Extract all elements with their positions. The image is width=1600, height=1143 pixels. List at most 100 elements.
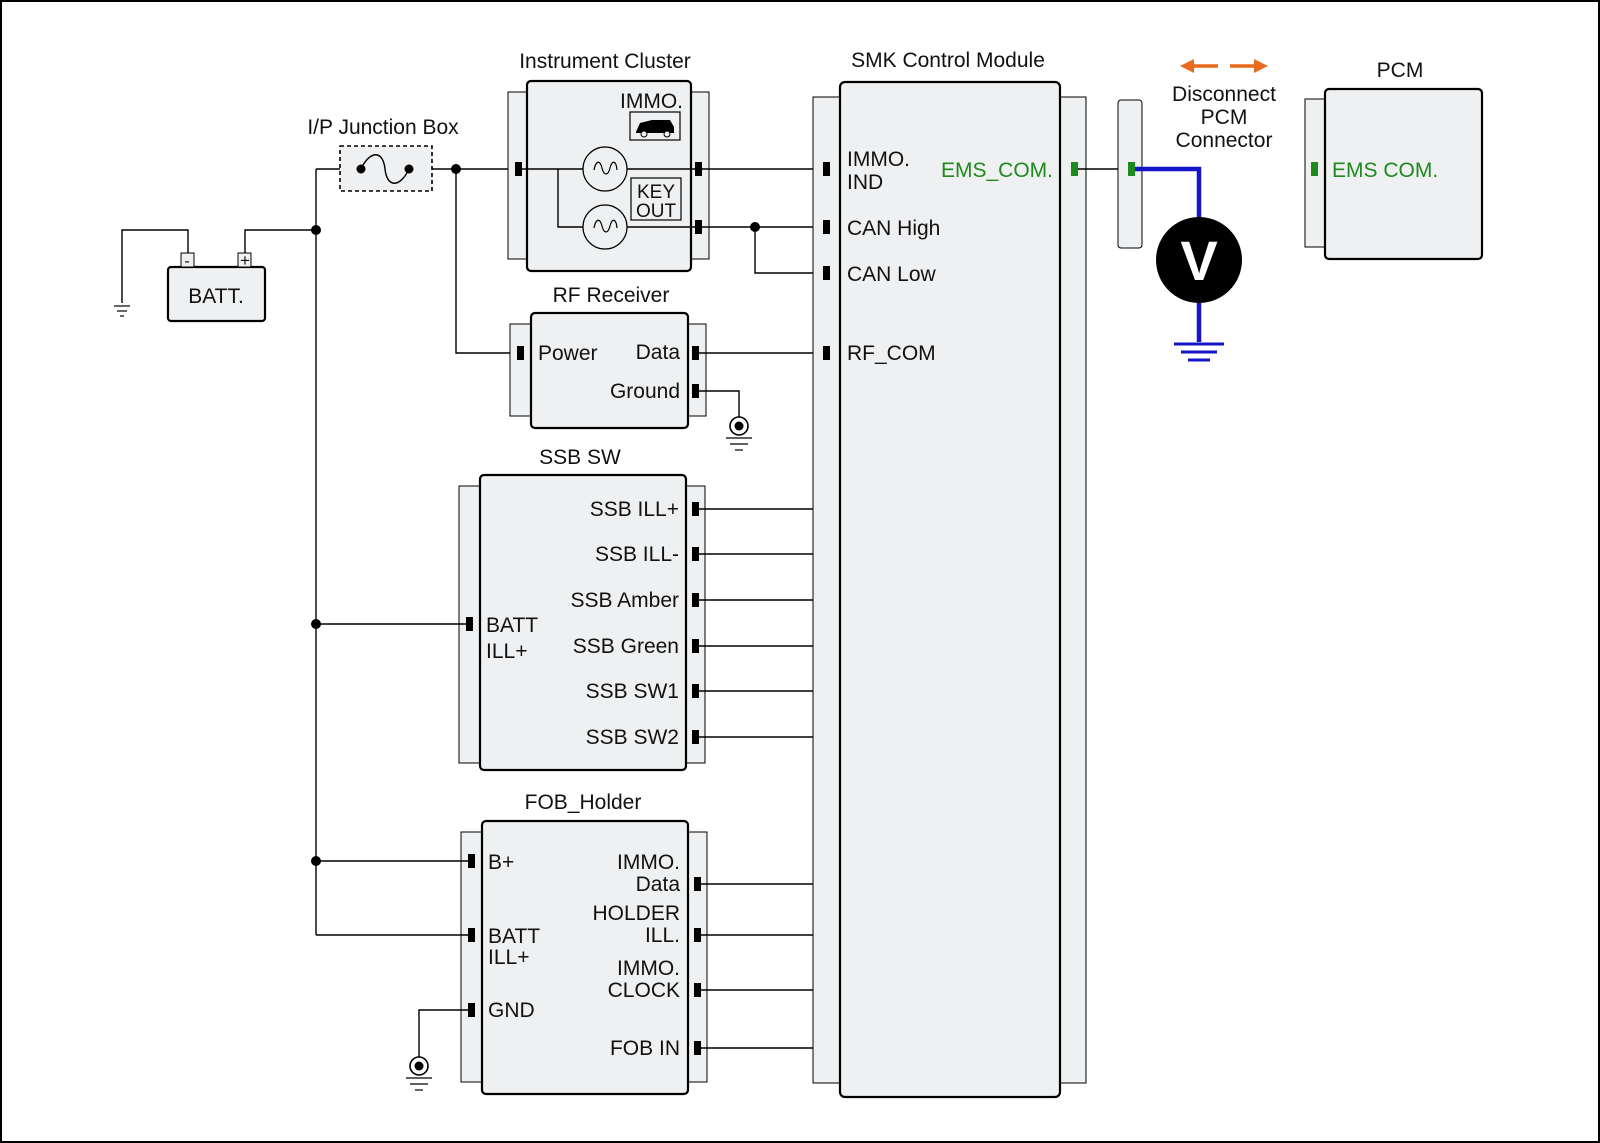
smk-can-low-label: CAN Low: [847, 263, 937, 286]
battery-plus-sign: +: [240, 251, 250, 270]
connector-pin: [468, 928, 475, 942]
fob-holder-title: FOB_Holder: [525, 791, 642, 814]
ssb-left-label: SSB Amber: [570, 589, 679, 612]
ip-junction-box-title: I/P Junction Box: [307, 116, 459, 139]
connector-pin: [692, 547, 699, 561]
rf-ground-label: Ground: [610, 380, 680, 403]
pcm-title: PCM: [1377, 59, 1424, 82]
pcm-body: [1323, 87, 1484, 261]
connector-pin: [823, 162, 830, 176]
ssb-left-label: SSB SW2: [586, 726, 679, 749]
ssb-batt-ill-label-line1: BATT: [486, 614, 538, 637]
connector-pin: [695, 162, 702, 176]
fob-left-label: IMMO.: [617, 957, 680, 980]
voltmeter-symbol: V: [1180, 229, 1217, 292]
battery-label: BATT.: [188, 285, 244, 308]
fob-left-label: CLOCK: [608, 979, 680, 1002]
rf-receiver: RF Receiver Power Data Ground: [509, 284, 707, 430]
fob-gnd-label: GND: [488, 999, 535, 1022]
ground-icon: [406, 1056, 432, 1091]
disconnect-note-line3: Connector: [1176, 129, 1273, 152]
disconnect-note-line1: Disconnect: [1172, 83, 1276, 106]
connector-pin: [692, 384, 699, 398]
ssb-left-label: SSB ILL+: [590, 498, 679, 521]
battery-positive-wire: [244, 229, 316, 253]
pcm-connector-disconnected: [1117, 99, 1143, 249]
fob-left-label: Data: [636, 873, 681, 896]
connector-pin: [694, 877, 701, 891]
ssb-left-label: SSB SW1: [586, 680, 679, 703]
ssb-switch: SSB SW BATT ILL+: [458, 446, 706, 772]
smk-can-high-label: CAN High: [847, 217, 940, 240]
disconnect-arrow-icon: [1180, 59, 1268, 73]
connector-pin: [692, 730, 699, 744]
instrument-cluster: Instrument Cluster IMMO. KEY OUT: [507, 50, 710, 273]
battery-minus-sign: -: [184, 253, 189, 270]
fuse-housing: [339, 145, 433, 192]
instrument-cluster-title: Instrument Cluster: [519, 50, 691, 73]
connector-pin: [468, 1003, 475, 1017]
ip-junction-box: I/P Junction Box: [307, 116, 459, 192]
connector-pin: [692, 639, 699, 653]
smk-immo-ind-label-line2: IND: [847, 171, 883, 194]
rf-receiver-body: [529, 311, 690, 430]
battery-ground-wire: [121, 229, 189, 303]
connector-pin: [823, 220, 830, 234]
smk-module-body: [838, 80, 1062, 1099]
fob-ground-wire: [418, 1009, 468, 1059]
pcm: PCM EMS COM.: [1304, 59, 1484, 261]
fuse-icon: [360, 154, 410, 184]
connector-pin: [692, 593, 699, 607]
fob-left-label: ILL.: [645, 924, 680, 947]
indicator-lamp-icon: [582, 204, 628, 250]
indicator-lamp-icon: [582, 146, 628, 192]
ssb-left-label: SSB Green: [573, 635, 679, 658]
fob-batt-ill-label-line2: ILL+: [488, 946, 529, 969]
connector-pin: [515, 162, 522, 176]
connector-pin: [823, 346, 830, 360]
immo-indicator-label: IMMO.: [620, 90, 683, 113]
fob-left-label: FOB IN: [610, 1037, 680, 1060]
connector-pin: [517, 346, 524, 360]
connector-pin: [694, 983, 701, 997]
fob-batt-ill-label-line1: BATT: [488, 925, 540, 948]
smk-rf-com-label: RF_COM: [847, 342, 936, 365]
battery: BATT. - +: [166, 251, 267, 323]
smk-ems-com-label: EMS_COM.: [941, 159, 1053, 182]
connector-pin: [468, 854, 475, 868]
fuse-to-rf-power-wire: [455, 169, 521, 354]
fob-holder: FOB_Holder B+ BATT ILL+ GND: [460, 791, 708, 1096]
fob-left-label: HOLDER: [592, 902, 680, 925]
rf-power-label: Power: [538, 342, 598, 365]
fob-left-label: IMMO.: [617, 851, 680, 874]
meter-ground-icon: [1174, 342, 1224, 362]
connector-pin: [1311, 162, 1318, 176]
connector-pin: [692, 684, 699, 698]
smk-control-module: SMK Control Module IMMO. IND EMS_COM. CA…: [812, 49, 1087, 1099]
fob-holder-body: [480, 819, 690, 1096]
ssb-sw-title: SSB SW: [539, 446, 621, 469]
pcm-ems-com-label: EMS COM.: [1332, 159, 1438, 182]
rf-ground-wire: [699, 390, 740, 418]
connector-pin: [1128, 162, 1135, 176]
smk-immo-ind-label-line1: IMMO.: [847, 148, 910, 171]
can-low-wire: [754, 227, 823, 274]
ground-icon: [726, 416, 752, 451]
internal-wire: [557, 169, 583, 228]
connector-pin: [823, 266, 830, 280]
disconnect-note-line2: PCM: [1201, 106, 1248, 129]
connector-pin: [692, 502, 699, 516]
connector-pin: [692, 346, 699, 360]
smk-module-title: SMK Control Module: [851, 49, 1045, 72]
connector-pin: [695, 220, 702, 234]
voltmeter-icon: V: [1156, 217, 1242, 303]
ems-com-pin: [1071, 162, 1078, 176]
key-out-label-line2: OUT: [636, 201, 677, 222]
voltmeter-probe-wire: [1135, 166, 1202, 218]
rf-receiver-title: RF Receiver: [553, 284, 670, 307]
connector-pin: [466, 617, 473, 631]
fob-b-plus-label: B+: [488, 851, 514, 874]
